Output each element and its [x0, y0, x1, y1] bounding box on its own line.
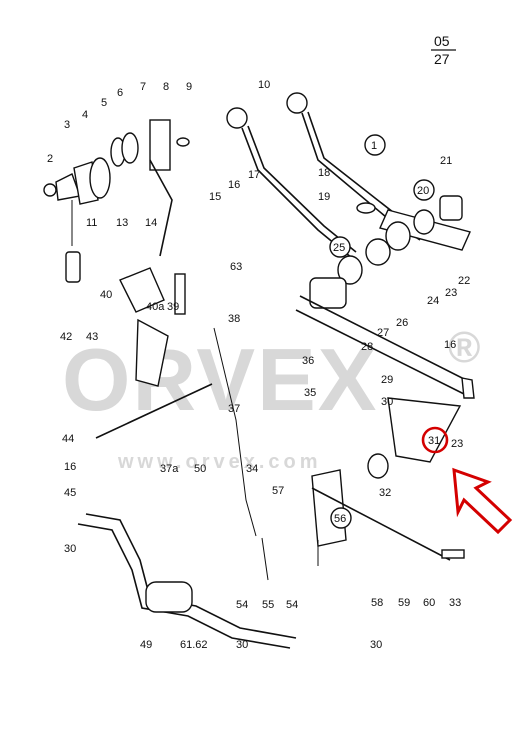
- callout-8: 8: [163, 81, 169, 93]
- callout-16-right: 16: [444, 339, 456, 351]
- spring-assembly: [43, 119, 190, 283]
- callout-55: 55: [262, 599, 274, 611]
- callout-50: 50: [194, 463, 206, 475]
- highlight-ring: [421, 426, 449, 454]
- page-number: 05 27: [431, 33, 456, 67]
- callout-35: 35: [304, 387, 316, 399]
- callout-17: 17: [248, 169, 260, 181]
- callout-28: 28: [361, 341, 373, 353]
- callout-33: 33: [449, 597, 461, 609]
- callout-25: 25: [333, 242, 345, 254]
- callout-54-right: 54: [286, 599, 298, 611]
- callout-59: 59: [398, 597, 410, 609]
- callout-37: 37: [228, 403, 240, 415]
- highlight-arrow-icon: [452, 467, 513, 535]
- callout-7: 7: [140, 81, 146, 93]
- watermark-registered-mark: ®: [448, 323, 480, 372]
- callout-22-right: 22: [458, 275, 470, 287]
- callout-49: 49: [140, 639, 152, 651]
- callout-45: 45: [64, 487, 76, 499]
- callout-30-bottom-left: 30: [64, 543, 76, 555]
- callout-30-bottom-right: 30: [370, 639, 382, 651]
- callout-42: 42: [60, 331, 72, 343]
- callout-18: 18: [318, 167, 330, 179]
- callout-63: 63: [230, 261, 242, 273]
- callout-56: 56: [334, 513, 346, 525]
- callout-10: 10: [258, 79, 270, 91]
- callout-30-bottom: 30: [236, 639, 248, 651]
- callout-43: 43: [86, 331, 98, 343]
- callout-15: 15: [209, 191, 221, 203]
- watermark-brand: ORVEX: [62, 330, 379, 429]
- pivot-pin: [95, 383, 213, 439]
- callout-38: 38: [228, 313, 240, 325]
- page-number-current: 05: [434, 33, 450, 49]
- callout-36: 36: [302, 355, 314, 367]
- callout-3: 3: [64, 119, 70, 131]
- bushings: [309, 195, 463, 309]
- callout-11: 11: [86, 217, 97, 229]
- callout-20: 20: [417, 185, 429, 197]
- callout-23-lower: 23: [451, 438, 463, 450]
- callout-27: 27: [377, 327, 389, 339]
- callout-40: 40: [100, 289, 112, 301]
- callout-26: 26: [396, 317, 408, 329]
- callout-31: 31: [428, 435, 440, 447]
- callout-24: 24: [427, 295, 439, 307]
- callout-6: 6: [117, 87, 123, 99]
- foot-pedal: [77, 513, 297, 649]
- callout-44: 44: [62, 433, 74, 445]
- callout-5: 5: [101, 97, 107, 109]
- callout-37a: 37a: [160, 463, 179, 475]
- callout-57: 57: [272, 485, 284, 497]
- callout-13: 13: [116, 217, 128, 229]
- control-levers: [226, 92, 471, 259]
- callout-4: 4: [82, 109, 88, 121]
- callout-30-mid: 30: [381, 396, 393, 408]
- callout-58: 58: [371, 597, 383, 609]
- callout-19: 19: [318, 191, 330, 203]
- page-number-total: 27: [434, 51, 450, 67]
- callout-1: 1: [371, 140, 377, 152]
- callout-9: 9: [186, 81, 192, 93]
- callout-32: 32: [379, 487, 391, 499]
- watermark: ORVEX ® www.orvex.com: [62, 323, 480, 473]
- callout-39: 39: [167, 301, 179, 313]
- callout-40a: 40a: [146, 301, 165, 313]
- callout-labels: 2 3 4 5 6 7 8 9 10 1 11 13 14 15 16 17 1…: [47, 79, 470, 651]
- callout-34: 34: [246, 463, 258, 475]
- callout-16-left: 16: [64, 461, 76, 473]
- callout-14: 14: [145, 217, 157, 229]
- callout-54-left: 54: [236, 599, 248, 611]
- watermark-url: www.orvex.com: [117, 451, 322, 473]
- highlighted-part: 31: [421, 426, 513, 535]
- drawing-linework: [43, 92, 475, 649]
- callout-2: 2: [47, 153, 53, 165]
- cable: [213, 327, 257, 537]
- tie-rod: [311, 487, 465, 561]
- callout-29: 29: [381, 374, 393, 386]
- callout-23-upper: 23: [445, 287, 457, 299]
- callout-21: 21: [440, 155, 452, 167]
- callout-60: 60: [423, 597, 435, 609]
- callout-16-upper: 16: [228, 179, 240, 191]
- pedal-bracket: [119, 159, 186, 387]
- callout-61-62: 61.62: [180, 639, 208, 651]
